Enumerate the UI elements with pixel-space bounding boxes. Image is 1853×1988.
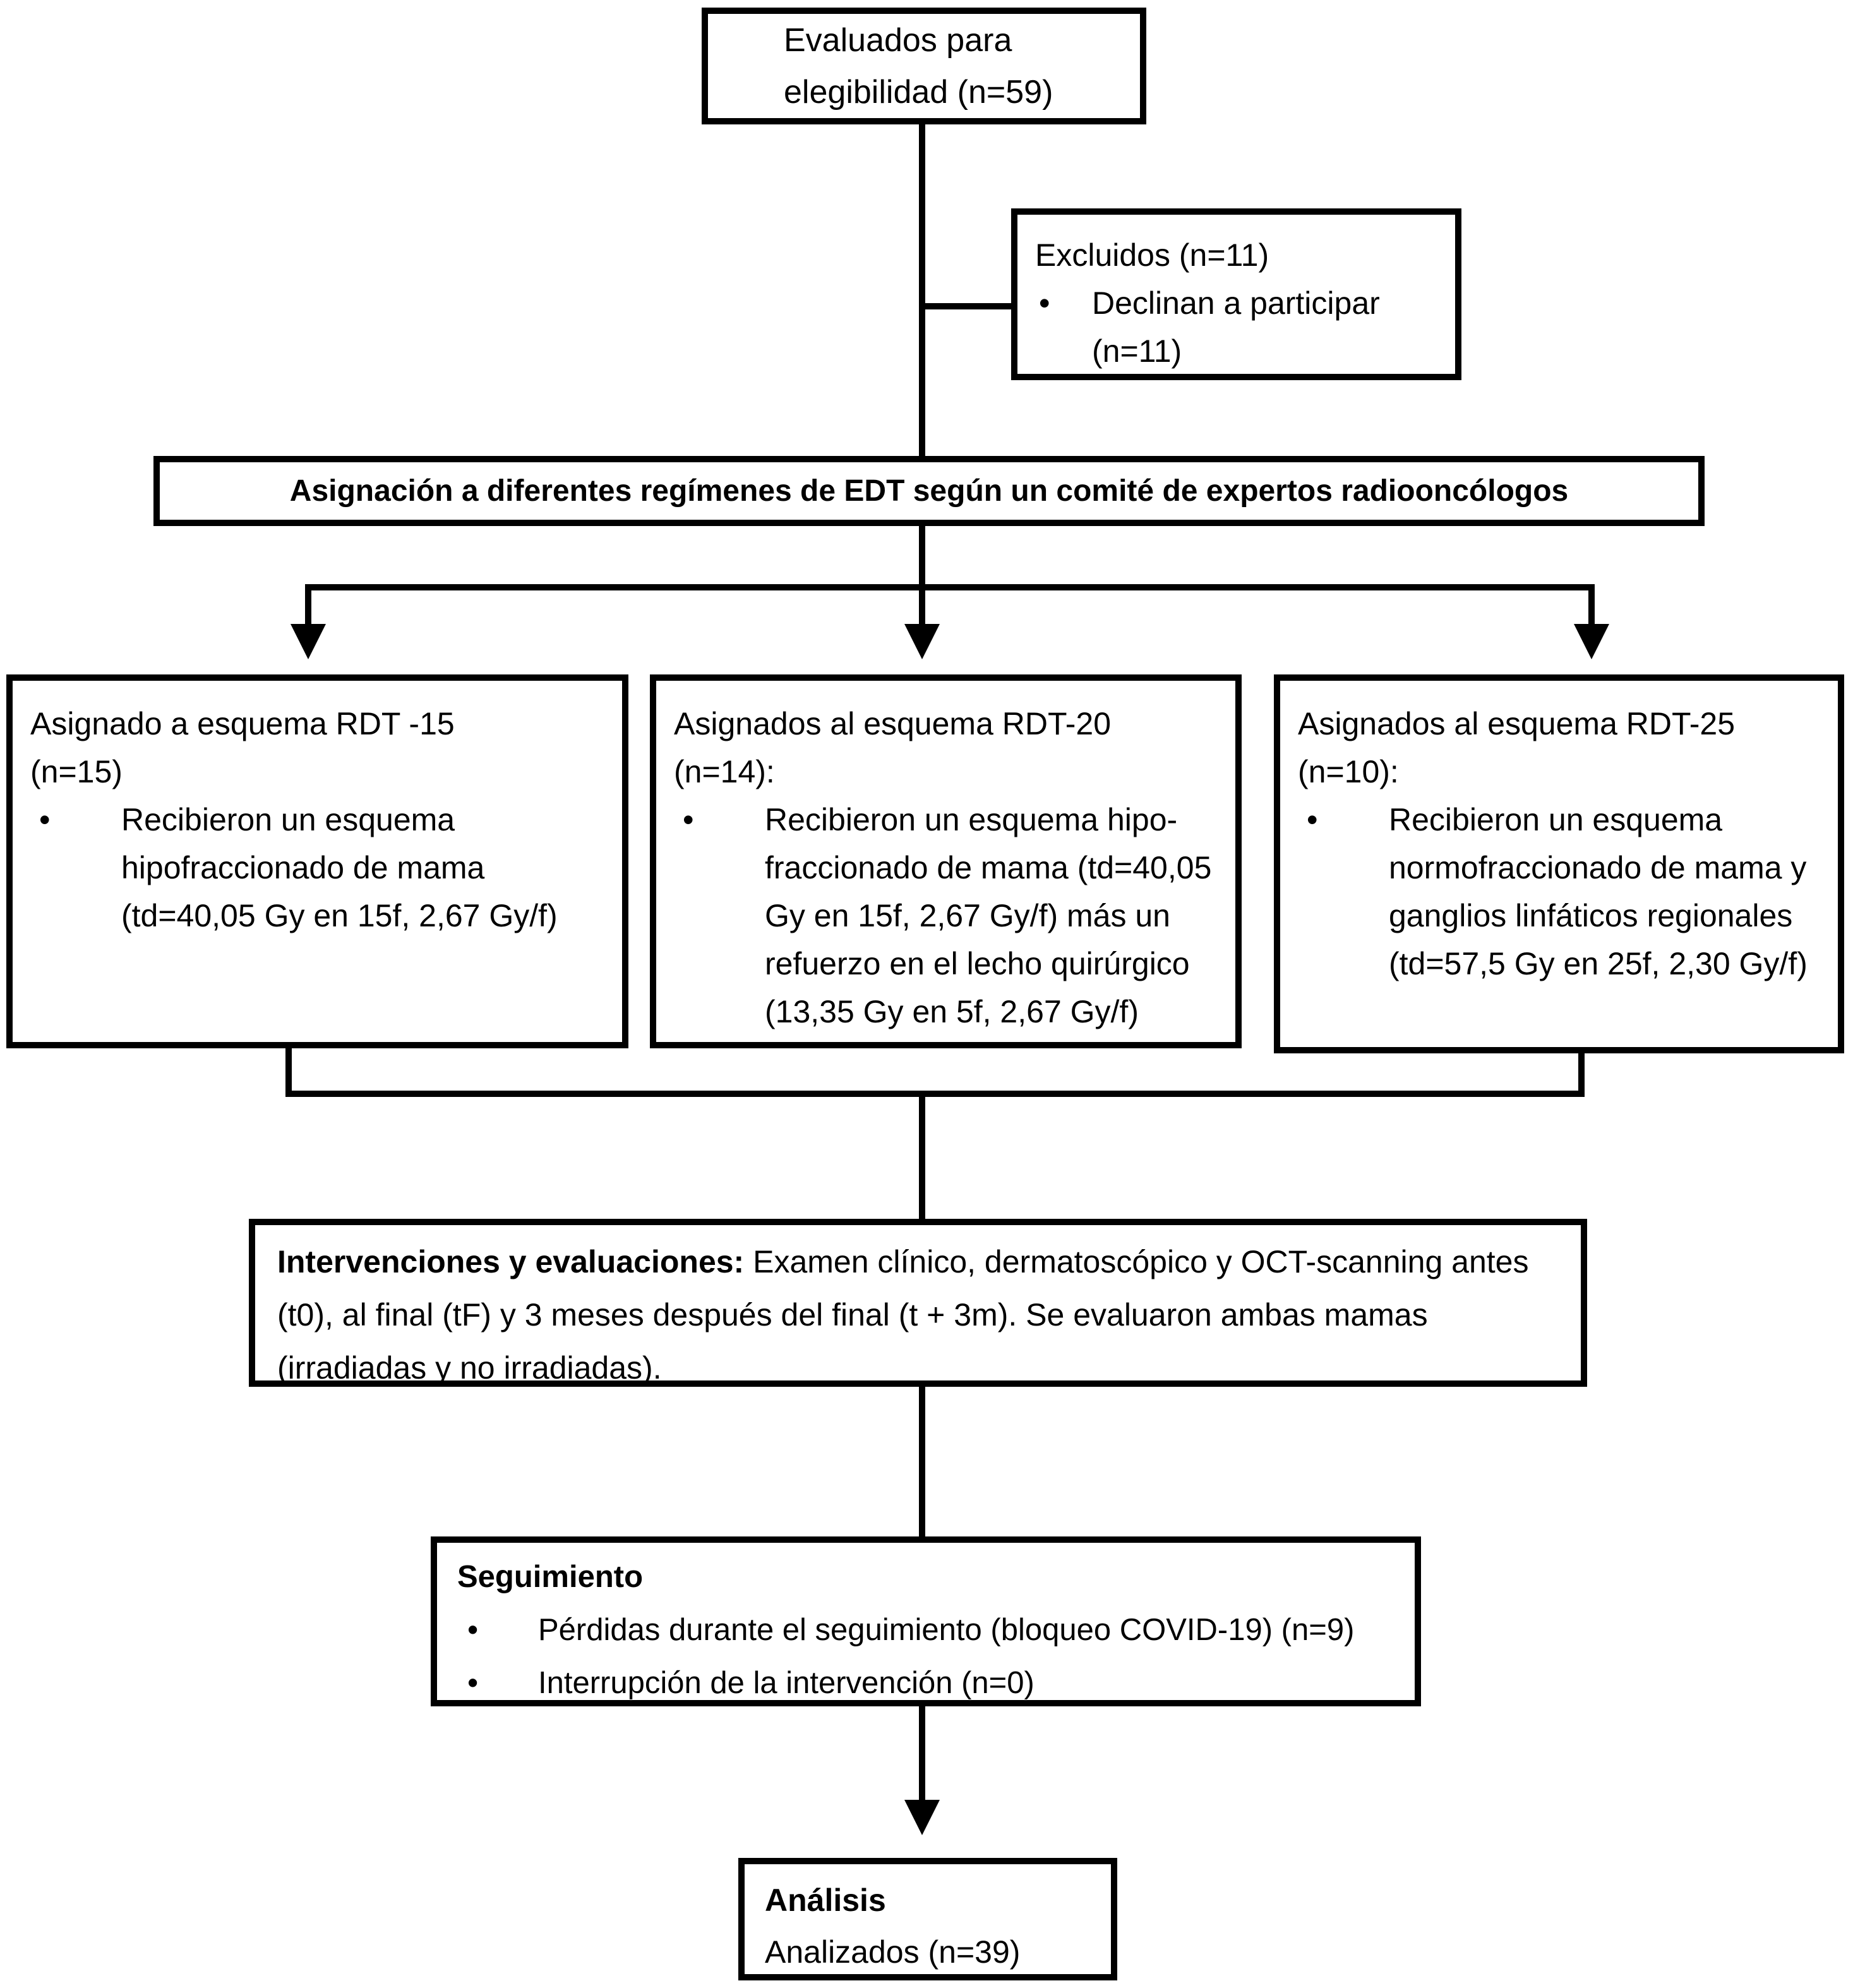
followup-title: Seguimiento	[457, 1560, 644, 1594]
arrowhead-analysis-icon	[904, 1800, 940, 1835]
box-eligibility: Evaluados para elegibilidad (n=59)	[702, 8, 1146, 124]
bullet-icon: •	[467, 1666, 479, 1700]
rdt20-count: (n=14):	[674, 754, 775, 789]
assignment-banner-text: Asignación a diferentes regímenes de EDT…	[289, 474, 1569, 508]
branch-right-line	[1588, 584, 1595, 625]
eligibility-line2: elegibilidad (n=59)	[784, 73, 1053, 111]
followup-bullet-text-1: Pérdidas durante el seguimiento (bloqueo…	[538, 1613, 1355, 1647]
box-analysis: Análisis Analizados (n=39)	[738, 1858, 1117, 1980]
rdt20-bullet-text: Recibieron un esquema hipo-fraccionado d…	[765, 802, 1212, 1029]
rdt15-bullet-text: Recibieron un esquema hipofraccionado de…	[121, 802, 558, 933]
connector-banner-to-branch	[919, 526, 925, 625]
connector-interventions-to-followup	[919, 1387, 925, 1536]
bullet-icon: •	[683, 802, 694, 837]
rdt20-title: Asignados al esquema RDT-20	[674, 706, 1112, 741]
rdt15-count: (n=15)	[30, 754, 123, 789]
connector-to-excluded	[919, 303, 1014, 309]
rdt25-count: (n=10):	[1298, 754, 1399, 789]
arrowhead-center-icon	[904, 624, 940, 659]
excluded-bullet-item: • Declinan a participar (n=11)	[1035, 279, 1437, 375]
rdt15-bullet-item: • Recibieron un esquema hipofraccionado …	[30, 796, 604, 940]
followup-bullet-item: • Pérdidas durante el seguimiento (bloqu…	[457, 1603, 1396, 1656]
box-excluded: Excluidos (n=11) • Declinan a participar…	[1011, 208, 1461, 380]
rdt25-title: Asignados al esquema RDT-25	[1298, 706, 1736, 741]
box-assignment-banner: Asignación a diferentes regímenes de EDT…	[153, 456, 1705, 526]
interventions-paragraph: Intervenciones y evaluaciones: Examen cl…	[277, 1235, 1559, 1394]
rdt15-title: Asignado a esquema RDT -15	[30, 706, 455, 741]
excluded-title: Excluidos (n=11)	[1035, 237, 1269, 273]
box-followup: Seguimiento • Pérdidas durante el seguim…	[431, 1536, 1421, 1706]
bullet-icon: •	[467, 1613, 479, 1647]
connector-followup-to-analysis	[919, 1706, 925, 1802]
merge-right-stub	[1578, 1048, 1585, 1097]
arrowhead-left-icon	[291, 624, 326, 659]
rdt25-bullet-item: • Recibieron un esquema normofraccionado…	[1298, 796, 1820, 988]
branch-left-line	[305, 584, 311, 625]
bullet-icon: •	[39, 802, 51, 837]
bullet-icon: •	[1039, 285, 1050, 321]
followup-bullet-text-2: Interrupción de la intervención (n=0)	[538, 1666, 1034, 1700]
interventions-lead: Intervenciones y evaluaciones:	[277, 1244, 745, 1279]
rdt25-bullet-text: Recibieron un esquema normofraccionado d…	[1389, 802, 1808, 981]
box-rdt25: Asignados al esquema RDT-25 (n=10): • Re…	[1274, 674, 1844, 1053]
followup-bullet-item: • Interrupción de la intervención (n=0)	[457, 1656, 1396, 1710]
arrowhead-right-icon	[1574, 624, 1609, 659]
analysis-title: Análisis	[765, 1883, 886, 1918]
branch-line	[305, 584, 1595, 590]
eligibility-line1: Evaluados para	[784, 21, 1012, 59]
merge-line	[285, 1091, 1585, 1097]
rdt20-bullet-item: • Recibieron un esquema hipo-fraccionado…	[674, 796, 1218, 1036]
box-rdt20: Asignados al esquema RDT-20 (n=14): • Re…	[650, 674, 1242, 1048]
bullet-icon: •	[1307, 802, 1318, 837]
interventions-rest: Examen clínico, dermatoscópico y OCT-sca…	[277, 1244, 1529, 1386]
merge-left-stub	[285, 1048, 292, 1097]
excluded-bullet-text: Declinan a participar (n=11)	[1092, 285, 1380, 369]
connector-eligibility-to-banner	[919, 124, 925, 456]
connector-merge-to-interventions	[919, 1097, 925, 1219]
box-interventions: Intervenciones y evaluaciones: Examen cl…	[249, 1219, 1587, 1387]
analysis-text: Analizados (n=39)	[765, 1934, 1021, 1970]
box-rdt15: Asignado a esquema RDT -15 (n=15) • Reci…	[6, 674, 628, 1048]
